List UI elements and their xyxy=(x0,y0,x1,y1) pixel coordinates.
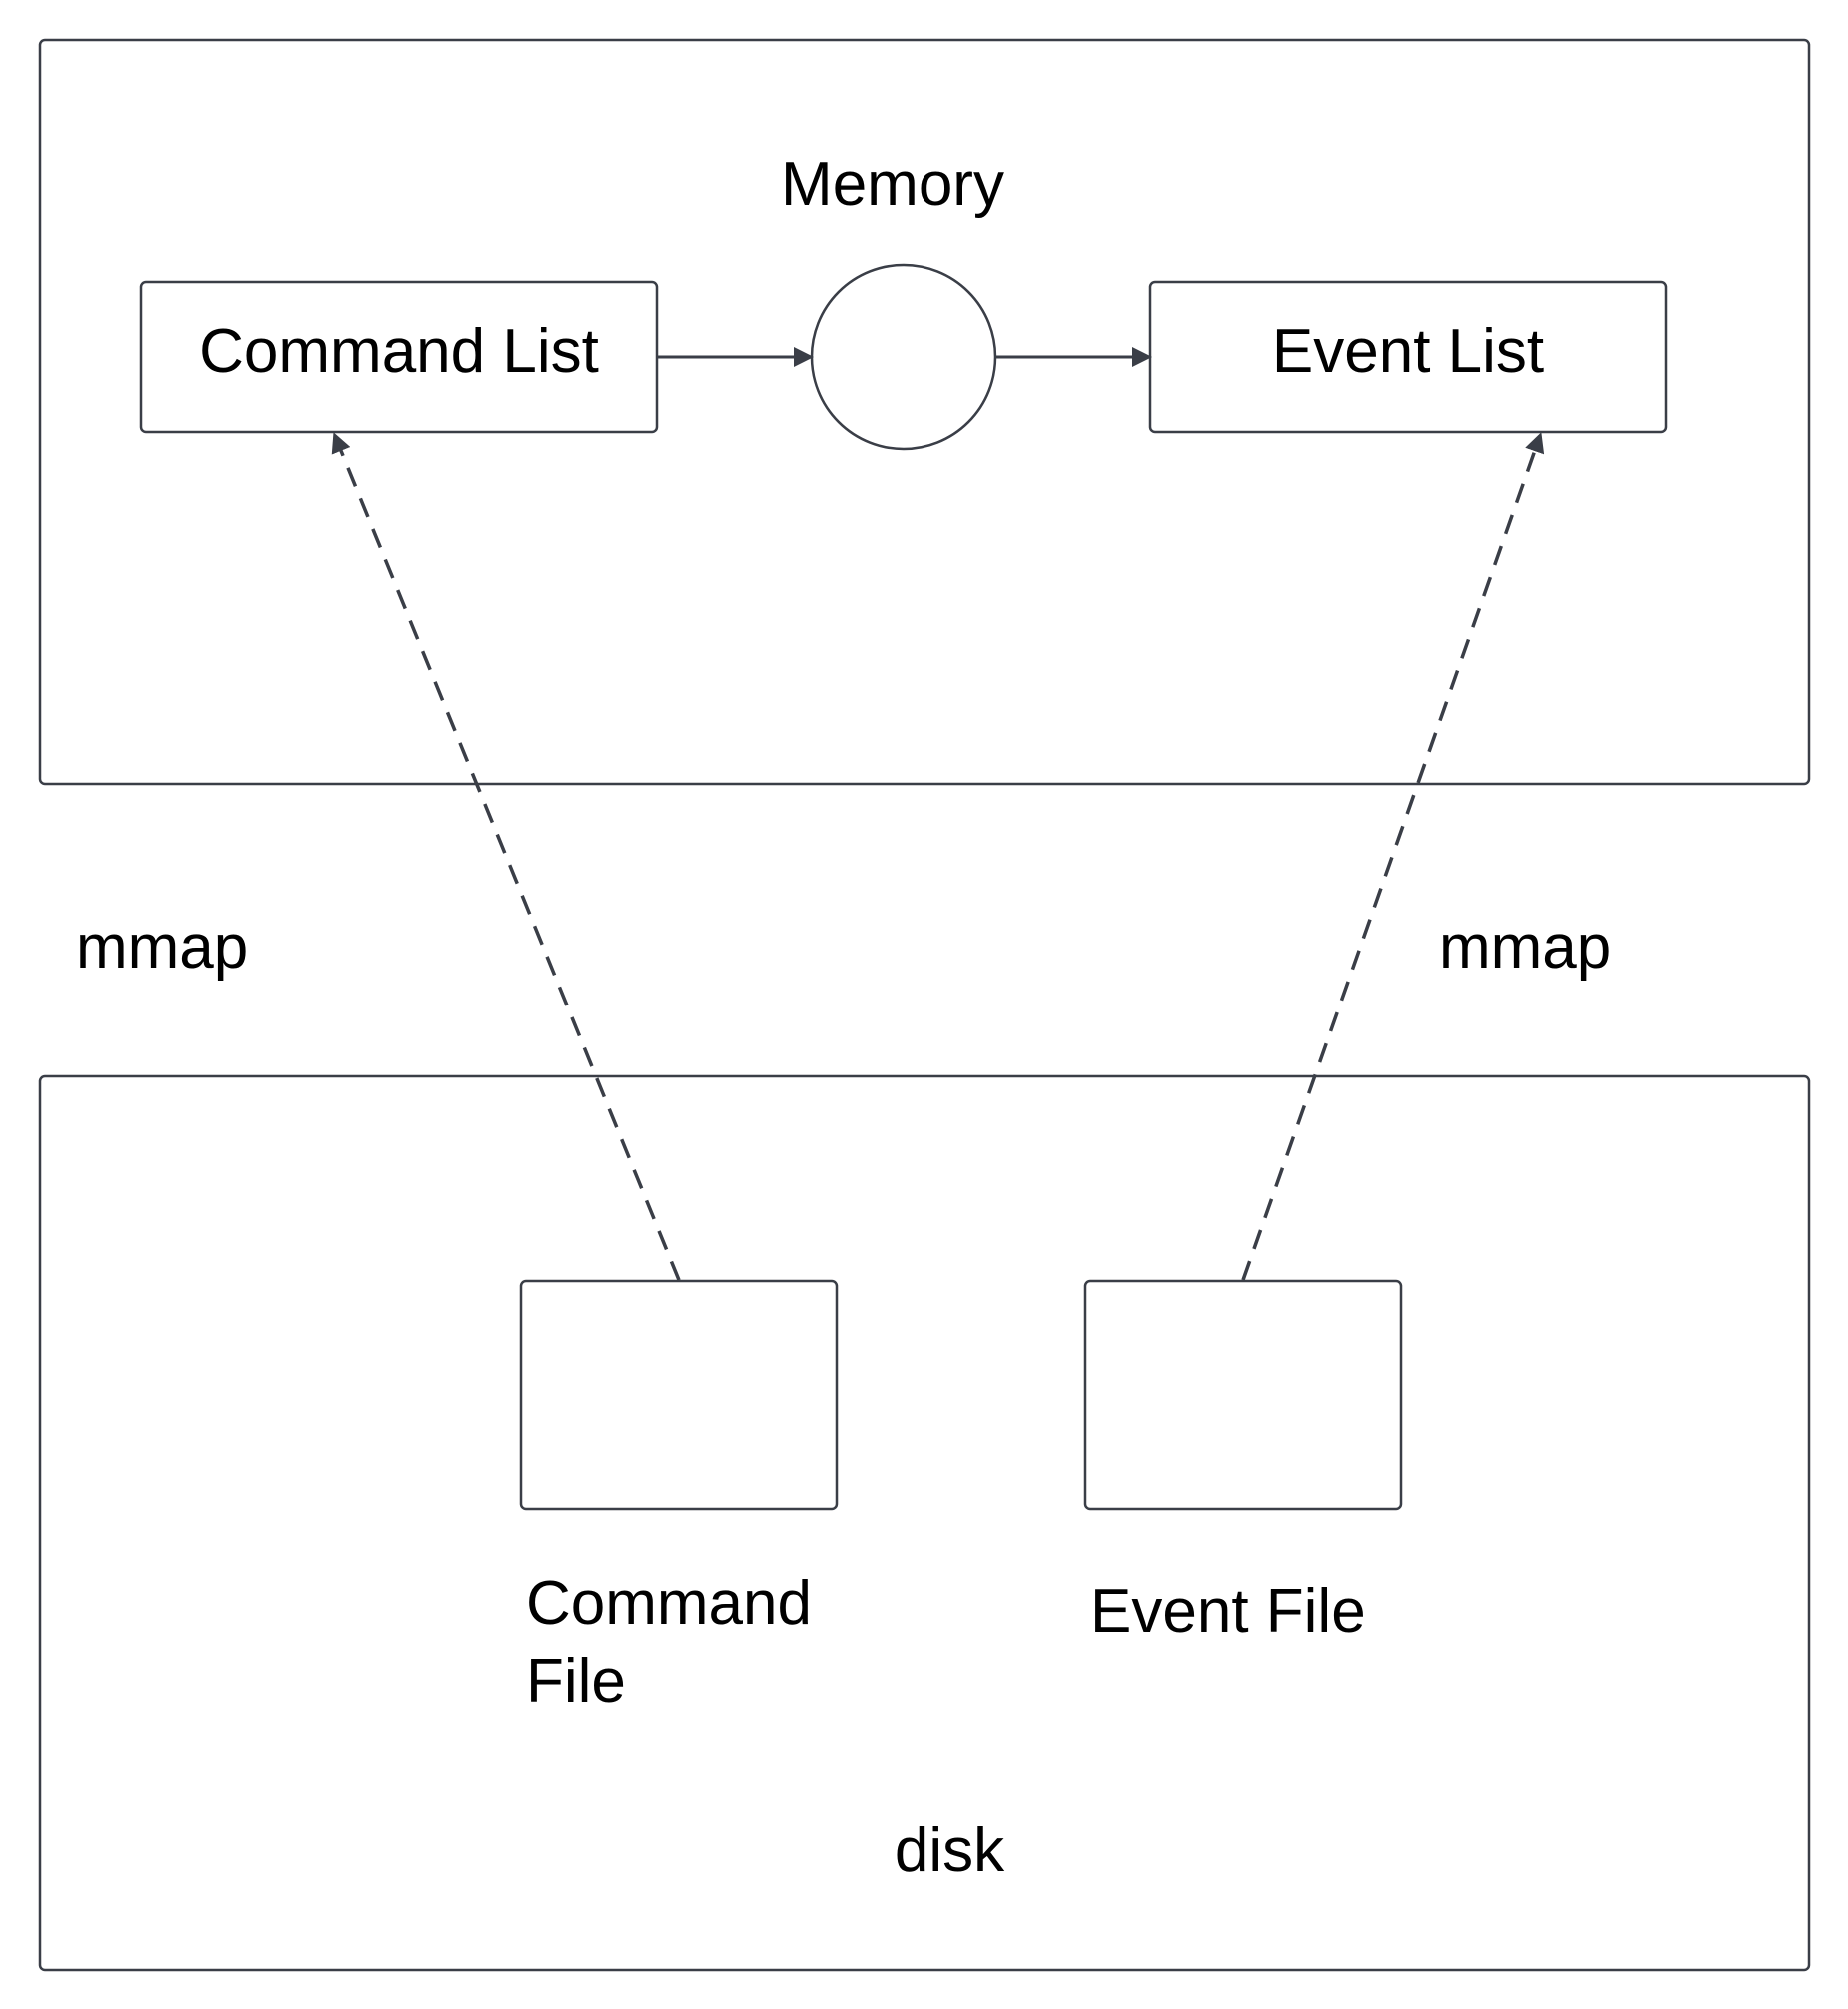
event-file-label: Event File xyxy=(1090,1577,1366,1646)
command-list-label: Command List xyxy=(199,317,599,386)
command-file-label-line1: Command xyxy=(526,1569,812,1638)
mmap-right-label: mmap xyxy=(1439,913,1611,982)
disk-region xyxy=(38,1074,1811,1972)
process-circle-node[interactable] xyxy=(810,263,997,451)
command-file-label: Command File xyxy=(526,1569,829,1716)
event-file-box[interactable] xyxy=(1083,1279,1403,1511)
event-list-label: Event List xyxy=(1272,317,1544,386)
mmap-command-file-arrow xyxy=(331,432,681,1281)
disk-label: disk xyxy=(895,1816,1005,1885)
mmap-left-label: mmap xyxy=(76,913,248,982)
memory-label: Memory xyxy=(781,150,1004,219)
mmap-event-file-arrow xyxy=(1241,432,1545,1281)
memory-region xyxy=(38,38,1811,786)
command-file-box[interactable] xyxy=(519,1279,839,1511)
command-file-label-line2: File xyxy=(526,1647,626,1716)
